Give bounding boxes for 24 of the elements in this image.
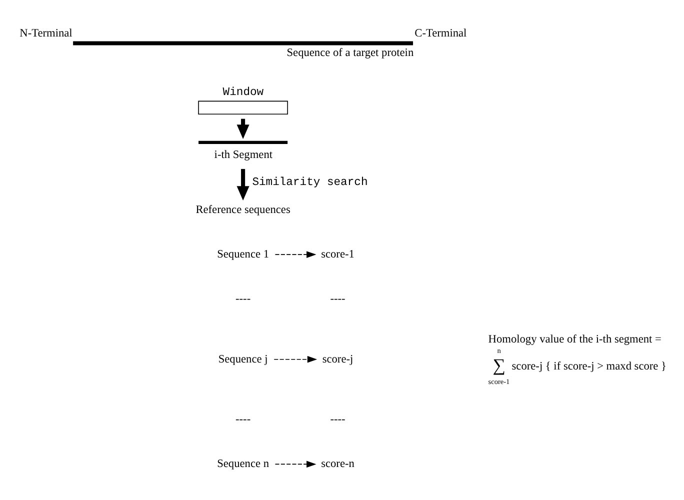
- node-text: score-j: [322, 352, 354, 365]
- label: ----: [330, 413, 346, 426]
- arrow: [274, 460, 316, 468]
- node-label: Window: [222, 86, 264, 98]
- node-label: i-th Segment: [214, 148, 273, 160]
- arrow: [236, 168, 250, 200]
- arrow: [274, 250, 316, 258]
- node-text: Sequence n: [217, 458, 269, 470]
- node-text: Reference sequences: [196, 204, 290, 216]
- label: ----: [236, 292, 251, 305]
- arrow: [274, 355, 318, 362]
- node-bar: [73, 40, 414, 45]
- node-box: [198, 100, 288, 114]
- edge-label: Similarity search: [252, 176, 368, 189]
- node-text: score-n: [321, 458, 354, 470]
- node-label: N-Terminal: [20, 27, 72, 40]
- label: ----: [236, 413, 251, 426]
- node-text: Sequence 1: [217, 248, 269, 260]
- node-text: score-1: [321, 248, 354, 260]
- node-box: [198, 140, 288, 144]
- node-label: Sequence of a target protein: [286, 46, 414, 58]
- label: ----: [330, 292, 346, 305]
- node-label: C-Terminal: [414, 27, 467, 40]
- node-text: Sequence j: [218, 352, 268, 365]
